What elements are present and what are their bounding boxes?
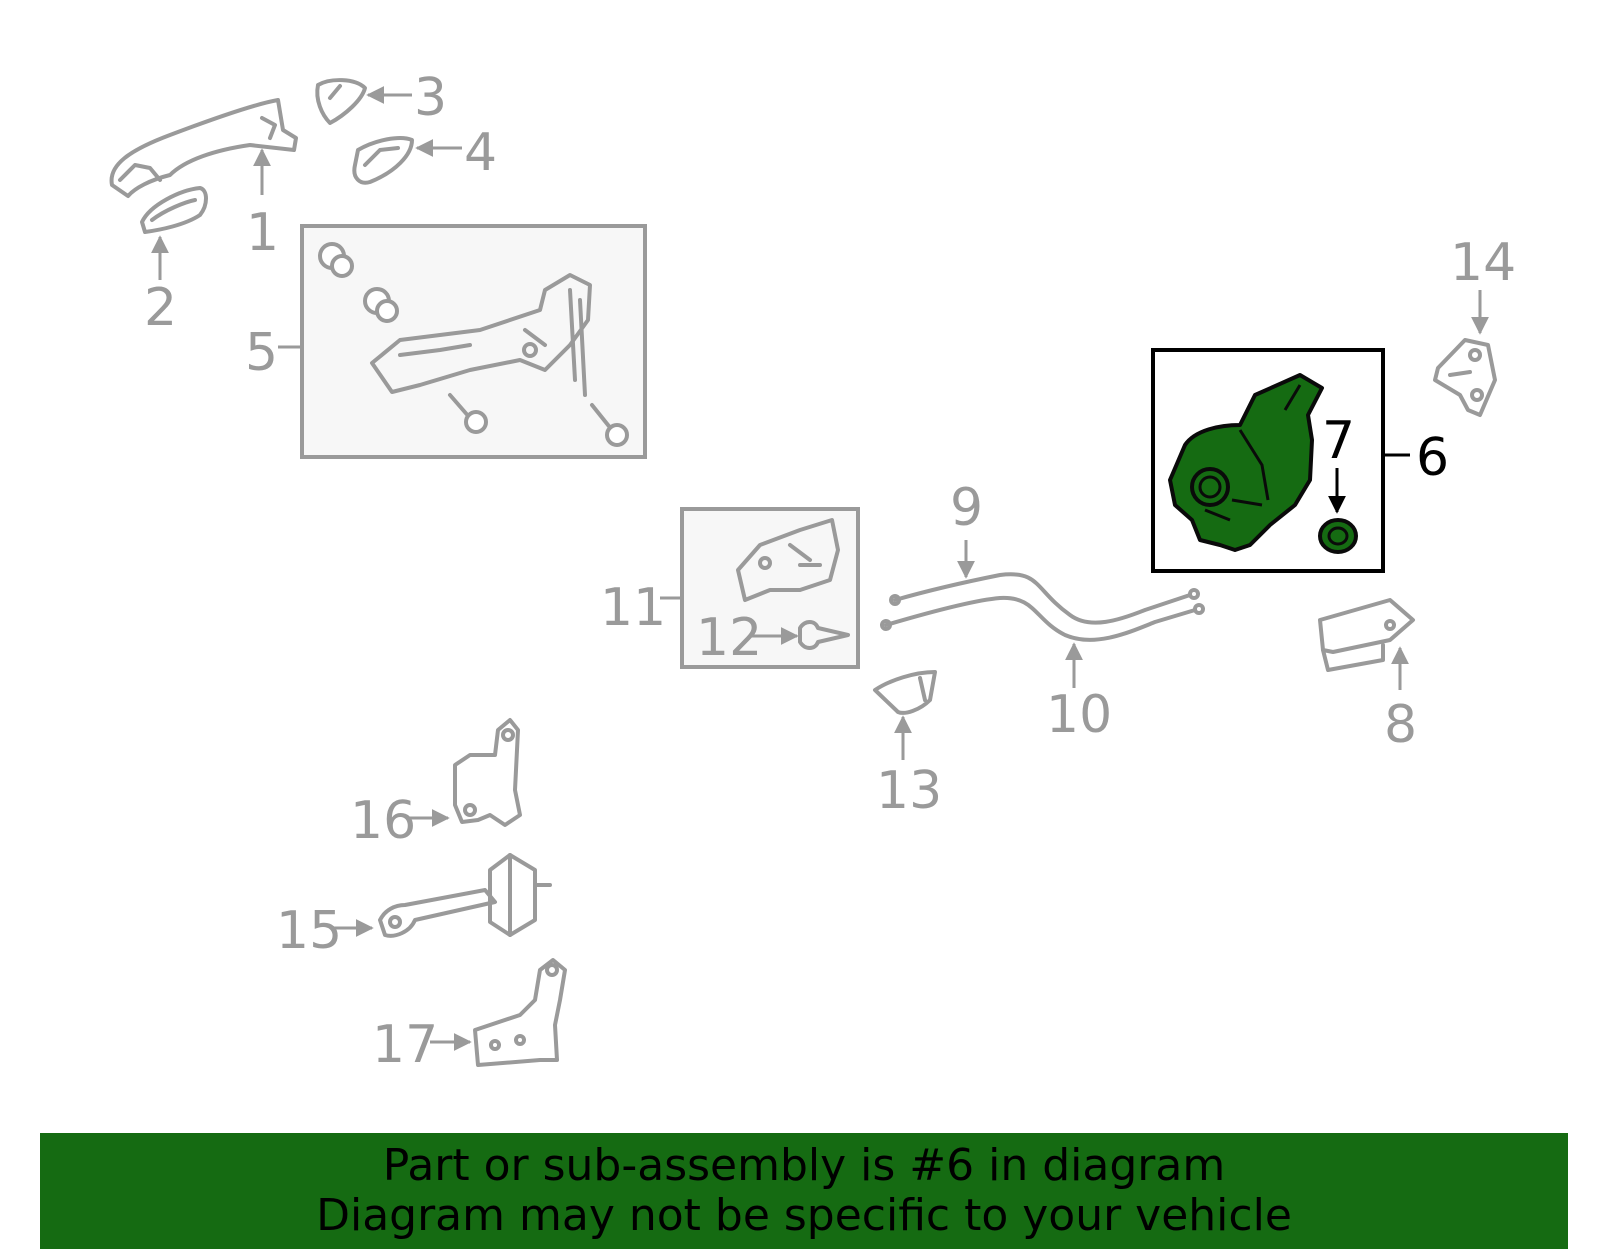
- callout-12: 12: [696, 608, 762, 668]
- part-11-inside-handle-box: 11: [600, 507, 860, 669]
- callout-17: 17: [372, 1015, 438, 1075]
- part-3-cap: 3: [315, 68, 447, 128]
- part-16-hinge: 16: [350, 718, 522, 851]
- part-14-striker: 14: [1433, 233, 1516, 417]
- part-4-pad: 4: [352, 123, 497, 185]
- banner-line-1: Part or sub-assembly is #6 in diagram: [382, 1140, 1226, 1191]
- callout-13: 13: [876, 761, 942, 821]
- info-banner: Part or sub-assembly is #6 in diagram Di…: [40, 1133, 1568, 1249]
- part-15-door-check: 15: [276, 853, 552, 961]
- callout-4: 4: [464, 123, 497, 183]
- callout-3: 3: [414, 68, 447, 128]
- part-10-cable: 10: [880, 595, 1205, 745]
- callout-8: 8: [1384, 695, 1417, 755]
- callout-5: 5: [245, 323, 278, 383]
- callout-7: 7: [1322, 411, 1355, 471]
- banner-line-2: Diagram may not be specific to your vehi…: [316, 1190, 1292, 1241]
- callout-11: 11: [600, 578, 666, 638]
- part-6-door-lock-assembly[interactable]: 6 7: [1151, 348, 1449, 573]
- part-8-bracket: 8: [1318, 598, 1417, 755]
- callout-9: 9: [950, 478, 983, 538]
- part-2-pad: 2: [140, 186, 208, 338]
- callout-1: 1: [246, 203, 279, 263]
- callout-16: 16: [350, 791, 416, 851]
- part-17-hinge: 17: [372, 958, 567, 1075]
- part-1-outside-handle: 1: [109, 98, 298, 263]
- part-7-grommet[interactable]: [1318, 518, 1358, 554]
- callout-14: 14: [1450, 233, 1516, 293]
- callout-6: 6: [1416, 428, 1449, 488]
- part-12-clip: 12: [696, 608, 850, 668]
- callout-2: 2: [144, 278, 177, 338]
- callout-10: 10: [1046, 685, 1112, 745]
- part-9-cable: 9: [889, 478, 1200, 625]
- callout-15: 15: [276, 901, 342, 961]
- part-13-cover: 13: [873, 670, 942, 821]
- part-5-handle-frame-box: 5: [245, 224, 647, 459]
